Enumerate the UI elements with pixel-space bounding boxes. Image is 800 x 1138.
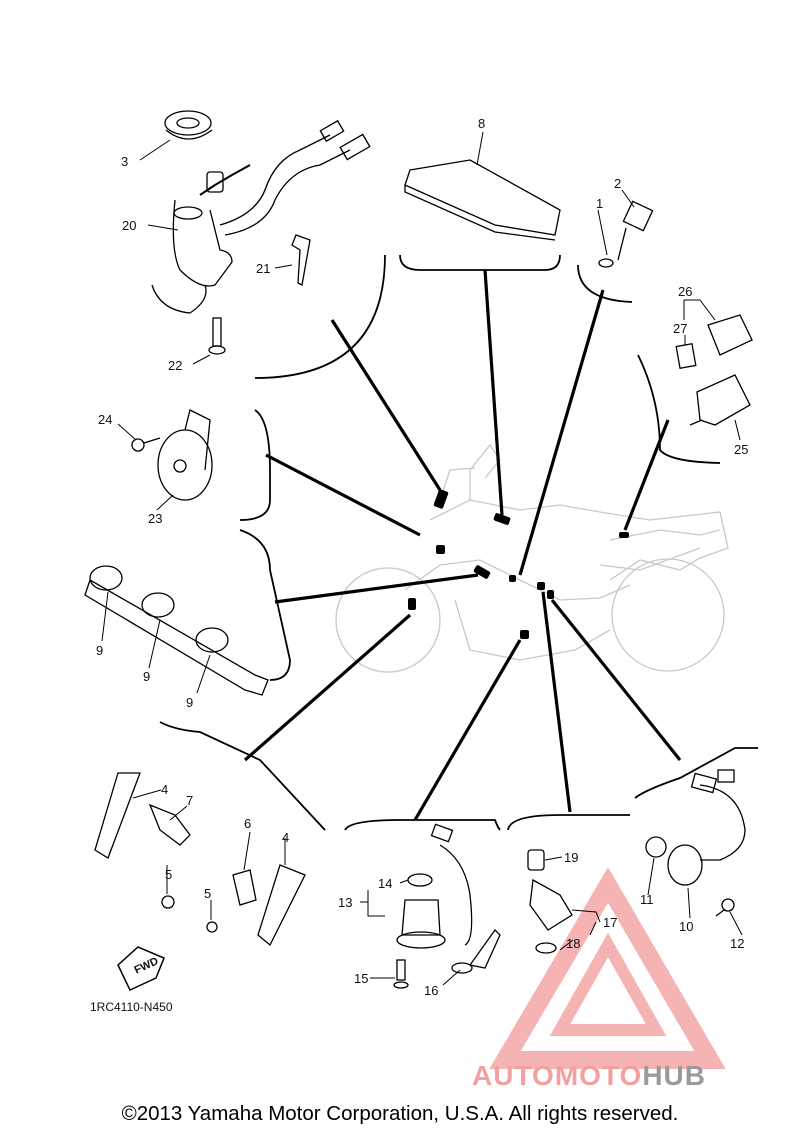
location-leader-lines bbox=[243, 269, 682, 821]
ignition-cover-ring-icon bbox=[164, 110, 212, 136]
sensor-group bbox=[598, 200, 654, 268]
coil-group bbox=[84, 565, 269, 696]
pad-icon-2 bbox=[257, 864, 306, 947]
screw-icon bbox=[212, 317, 222, 347]
sensor-body-icon bbox=[401, 899, 441, 936]
fwd-arrow-icon: FWD bbox=[117, 946, 165, 991]
callout-5b: 5 bbox=[204, 886, 211, 901]
callout-24: 24 bbox=[98, 412, 112, 427]
location-marks bbox=[408, 489, 629, 639]
position-sensor-group bbox=[527, 849, 573, 954]
plug-cap-icon bbox=[89, 565, 123, 591]
ecu-group bbox=[404, 159, 561, 241]
callout-27: 27 bbox=[673, 321, 687, 336]
callout-12: 12 bbox=[730, 936, 744, 951]
callout-21: 21 bbox=[256, 261, 270, 276]
watermark-text: AUTOMOTOHUB bbox=[472, 1060, 706, 1091]
callout-18: 18 bbox=[566, 936, 580, 951]
motorcycle-outline bbox=[335, 443, 729, 673]
speed-sensor-group bbox=[393, 823, 501, 989]
callout-5a: 5 bbox=[165, 867, 172, 882]
callout-22: 22 bbox=[168, 358, 182, 373]
relay-icon bbox=[696, 374, 751, 426]
callout-23: 23 bbox=[148, 511, 162, 526]
callout-16: 16 bbox=[424, 983, 438, 998]
callout-2: 2 bbox=[614, 176, 621, 191]
gasket-icon bbox=[598, 258, 614, 268]
callout-numbers: 1 2 3 4 4 5 5 6 7 8 9 9 9 10 11 12 13 14… bbox=[96, 116, 748, 998]
callout-14: 14 bbox=[378, 876, 392, 891]
callout-9a: 9 bbox=[96, 643, 103, 658]
bolt-icon bbox=[131, 438, 145, 452]
watermark-logo bbox=[489, 867, 726, 1069]
ignition-switch-icon bbox=[172, 199, 233, 287]
callout-4a: 4 bbox=[161, 782, 168, 797]
pad-icon bbox=[94, 772, 141, 859]
switch-icon bbox=[667, 844, 703, 886]
horn-group bbox=[131, 409, 213, 501]
callout-13: 13 bbox=[338, 895, 352, 910]
switch-sensor-icon bbox=[622, 200, 654, 232]
o-ring-icon bbox=[407, 873, 433, 887]
diagram-code: 1RC4110-N450 bbox=[90, 1000, 173, 1014]
callout-leaders bbox=[101, 131, 743, 986]
cap-bolt-icon bbox=[527, 849, 545, 871]
sensor-icon bbox=[529, 878, 573, 931]
callout-15: 15 bbox=[354, 971, 368, 986]
ecu-icon bbox=[404, 159, 561, 236]
callout-9c: 9 bbox=[186, 695, 193, 710]
horn-icon bbox=[157, 429, 213, 501]
copyright-notice: ©2013 Yamaha Motor Corporation, U.S.A. A… bbox=[121, 1102, 679, 1125]
ignition-switch-group bbox=[151, 110, 371, 355]
callout-9b: 9 bbox=[143, 669, 150, 684]
callout-20: 20 bbox=[122, 218, 136, 233]
callout-3: 3 bbox=[121, 154, 128, 169]
electrical-parts-diagram: FWD bbox=[84, 110, 758, 1091]
bracket-group bbox=[94, 772, 306, 947]
callout-25: 25 bbox=[734, 442, 748, 457]
coupler-icon bbox=[707, 314, 753, 356]
callout-10: 10 bbox=[679, 919, 693, 934]
callout-19: 19 bbox=[564, 850, 578, 865]
callout-8: 8 bbox=[478, 116, 485, 131]
harness-tube-icon bbox=[84, 579, 269, 696]
coupler-cap-icon bbox=[675, 343, 697, 369]
callout-1: 1 bbox=[596, 196, 603, 211]
callout-17: 17 bbox=[603, 915, 617, 930]
group-brackets bbox=[159, 254, 758, 831]
callout-26: 26 bbox=[678, 284, 692, 299]
key-icon bbox=[291, 234, 311, 286]
callout-11: 11 bbox=[640, 892, 654, 907]
o-ring-icon-2 bbox=[645, 836, 667, 858]
relay-group bbox=[675, 314, 753, 426]
bracket-icon bbox=[148, 803, 191, 846]
callout-6: 6 bbox=[244, 816, 251, 831]
callout-4b: 4 bbox=[282, 830, 289, 845]
callout-7: 7 bbox=[186, 793, 193, 808]
gear-sensor-group bbox=[645, 769, 746, 917]
